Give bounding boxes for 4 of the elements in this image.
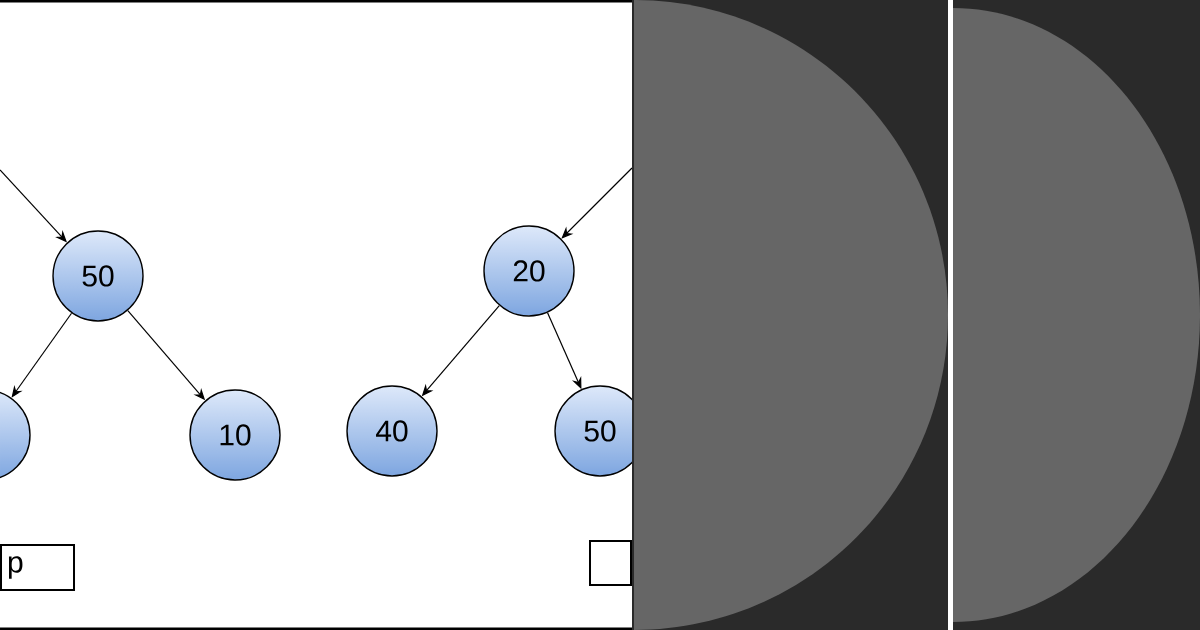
arrow [561, 167, 633, 239]
label-box: p [0, 544, 75, 591]
label-box [589, 540, 632, 586]
arrow [11, 312, 73, 398]
